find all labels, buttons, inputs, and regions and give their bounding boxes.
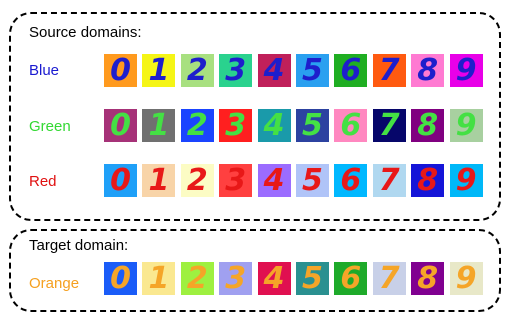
digit-tile: 4 (258, 54, 291, 87)
digit-tile: 8 (411, 164, 444, 197)
digit-tile: 9 (450, 262, 483, 295)
digit-tile: 3 (219, 262, 252, 295)
digit-tile: 3 (219, 164, 252, 197)
digit-tile: 0 (104, 164, 137, 197)
digit-tile: 9 (450, 54, 483, 87)
digit-tile: 7 (373, 109, 406, 142)
digit-tile: 7 (373, 164, 406, 197)
digit-tile: 3 (219, 109, 252, 142)
digit-tile: 6 (334, 109, 367, 142)
digit-tile: 1 (142, 262, 175, 295)
digit-tile: 7 (373, 262, 406, 295)
digit-tile: 4 (258, 262, 291, 295)
digit-tile: 4 (258, 109, 291, 142)
digit-tile: 0 (104, 109, 137, 142)
digit-tile: 9 (450, 109, 483, 142)
digit-tile: 1 (142, 109, 175, 142)
digit-tile: 7 (373, 54, 406, 87)
digit-tile: 8 (411, 262, 444, 295)
domain-label-orange: Orange (29, 276, 79, 292)
digit-tile: 9 (450, 164, 483, 197)
digit-tile: 5 (296, 109, 329, 142)
domain-label-red: Red (29, 174, 57, 190)
digit-tile: 0 (104, 262, 137, 295)
domain-label-green: Green (29, 119, 71, 135)
digit-tile: 6 (334, 164, 367, 197)
source-domains-title: Source domains: (29, 25, 142, 41)
digit-tile: 5 (296, 262, 329, 295)
digit-tile: 2 (181, 54, 214, 87)
digit-tile: 5 (296, 54, 329, 87)
digit-tile: 2 (181, 262, 214, 295)
digit-tile: 1 (142, 164, 175, 197)
digit-tile: 8 (411, 109, 444, 142)
digit-tile: 6 (334, 54, 367, 87)
digit-tile: 6 (334, 262, 367, 295)
digit-tile: 2 (181, 109, 214, 142)
digit-tile: 1 (142, 54, 175, 87)
domain-label-blue: Blue (29, 63, 59, 79)
digit-tile: 2 (181, 164, 214, 197)
target-domain-title: Target domain: (29, 238, 128, 254)
digit-tile: 3 (219, 54, 252, 87)
digit-tile: 8 (411, 54, 444, 87)
digit-tile: 0 (104, 54, 137, 87)
digit-tile: 5 (296, 164, 329, 197)
digit-tile: 4 (258, 164, 291, 197)
